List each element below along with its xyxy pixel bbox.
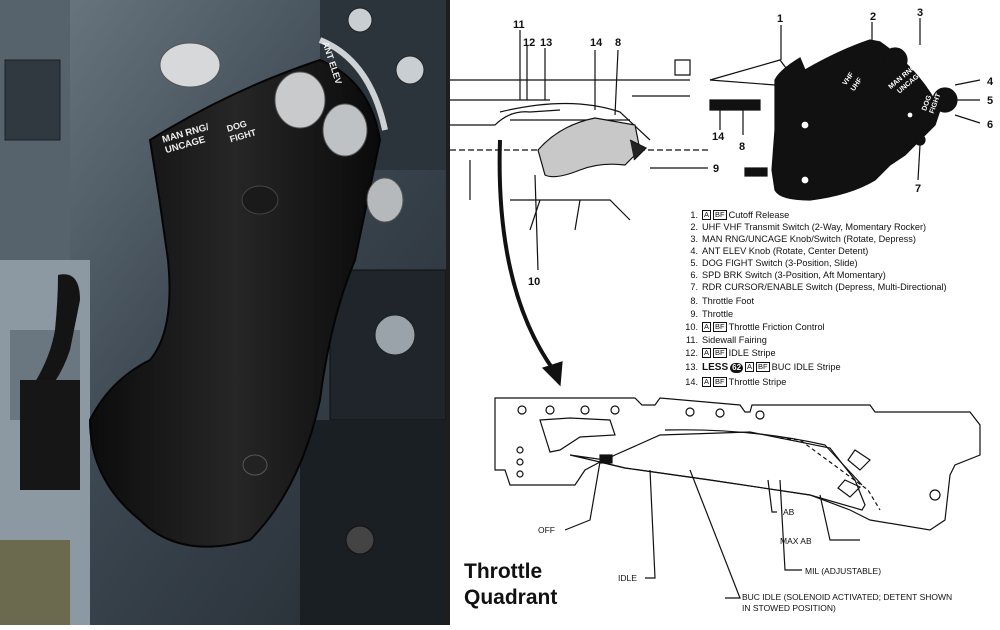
man-rng-knob xyxy=(882,47,908,73)
quadrant-hole-10 xyxy=(516,458,524,466)
quadrant-ab-detent-path xyxy=(779,437,881,511)
legend-item: 5.DOG FIGHT Switch (3-Position, Slide) xyxy=(690,258,858,268)
callout-5: 5 xyxy=(987,95,993,107)
callout-8-top: 8 xyxy=(615,37,621,49)
throttle-diagram: VHF UHF MAN RNG/ UNCAGE DOG FIGHT 11 12 … xyxy=(450,0,1000,625)
diagram-title-line1: Throttle xyxy=(464,560,543,583)
label-max-ab: MAX AB xyxy=(780,536,812,546)
quadrant-nut-2 xyxy=(837,479,862,498)
sidewall-fairing xyxy=(450,109,561,126)
label-mil: MIL (ADJUSTABLE) xyxy=(805,566,882,576)
quadrant-pointer-arrow xyxy=(497,139,557,374)
callout-10: 10 xyxy=(528,276,540,288)
quadrant-hole-7 xyxy=(755,410,765,420)
leader-idle xyxy=(645,469,656,579)
quadrant-mil-track xyxy=(664,429,863,486)
side-throttle-lever xyxy=(537,117,641,178)
quadrant-hole-3 xyxy=(580,405,590,415)
callout-8-grip: 8 xyxy=(739,141,745,153)
callout-11: 11 xyxy=(513,19,525,31)
callout-13: 13 xyxy=(540,37,552,49)
quadrant-hole-5 xyxy=(685,407,695,417)
grip-screw-3 xyxy=(906,111,914,119)
diagram-title-line2: Quadrant xyxy=(464,586,558,609)
quadrant-slot-upper xyxy=(539,417,616,453)
leader-8-top xyxy=(614,49,619,116)
callout-1: 1 xyxy=(777,13,783,25)
quadrant-hole-6 xyxy=(715,408,725,418)
grip-body xyxy=(771,39,941,201)
legend-item: 2.UHF VHF Transmit Switch (2-Way, Moment… xyxy=(690,222,927,232)
label-idle: IDLE xyxy=(618,573,637,583)
quadrant-hole-4 xyxy=(610,405,620,415)
leader-7 xyxy=(917,144,921,181)
callout-14-grip: 14 xyxy=(712,131,725,143)
leader-mil xyxy=(779,479,802,571)
lower-console-frame xyxy=(469,160,631,231)
leader-4 xyxy=(954,79,981,86)
legend-item: 3.MAN RNG/UNCAGE Knob/Switch (Rotate, De… xyxy=(690,234,916,244)
callout-4: 4 xyxy=(987,76,994,88)
legend-item: 8.Throttle Foot xyxy=(690,296,755,306)
leader-ab xyxy=(767,479,777,513)
quadrant-pointer-arrowhead xyxy=(541,361,563,387)
throttle-foot-block xyxy=(744,167,768,177)
label-off: OFF xyxy=(538,525,555,535)
callout-9: 9 xyxy=(713,163,719,175)
label-buc-idle-line2: IN STOWED POSITION) xyxy=(742,603,836,613)
console-bracket xyxy=(632,59,691,97)
legend-item: 4.ANT ELEV Knob (Rotate, Center Detent) xyxy=(690,246,869,256)
leader-10 xyxy=(534,174,539,271)
leader-buc-idle xyxy=(689,469,741,599)
callout-6: 6 xyxy=(987,119,993,131)
callout-14-top: 14 xyxy=(590,37,603,49)
diagram-linework: VHF UHF MAN RNG/ UNCAGE DOG FIGHT 11 12 … xyxy=(450,7,994,599)
quadrant-nut-1 xyxy=(847,449,871,471)
legend-item: 9.Throttle xyxy=(690,309,734,319)
throttle-stripe-grip xyxy=(709,99,761,111)
grip-screw-1 xyxy=(800,120,810,130)
cockpit-throttle-photo: MAN RNG/ UNCAGE DOG FIGHT ANT ELEV xyxy=(0,0,446,625)
side-throttle-knobs xyxy=(629,139,648,161)
leader-off xyxy=(564,461,601,531)
quadrant-hole-8 xyxy=(929,489,941,501)
quadrant-throttle-track xyxy=(569,431,866,511)
label-buc-idle-line1: BUC IDLE (SOLENOID ACTIVATED; DETENT SHO… xyxy=(742,592,953,602)
rdr-cursor-switch xyxy=(914,134,926,146)
quadrant-hole-1 xyxy=(517,405,527,415)
leader-max-ab xyxy=(819,494,860,541)
callout-12: 12 xyxy=(523,37,535,49)
label-ab: AB xyxy=(783,507,795,517)
idle-stop xyxy=(599,454,613,464)
grip-screw-2 xyxy=(800,175,810,185)
leader-6 xyxy=(954,114,981,124)
quadrant-hole-11 xyxy=(516,470,524,478)
callout-2: 2 xyxy=(870,11,876,23)
panel-divider xyxy=(446,0,450,625)
throttle-photo-illustration xyxy=(0,0,446,625)
legend-item: 7.RDR CURSOR/ENABLE Switch (Depress, Mul… xyxy=(690,282,947,292)
quadrant-plate xyxy=(494,397,981,531)
legend-item: 6.SPD BRK Switch (3-Position, Aft Moment… xyxy=(690,270,886,280)
callout-7: 7 xyxy=(915,183,921,195)
quadrant-hole-9 xyxy=(516,446,524,454)
quadrant-hole-2 xyxy=(545,405,555,415)
callout-3: 3 xyxy=(917,7,923,19)
legend-item: 11.Sidewall Fairing xyxy=(685,335,767,345)
